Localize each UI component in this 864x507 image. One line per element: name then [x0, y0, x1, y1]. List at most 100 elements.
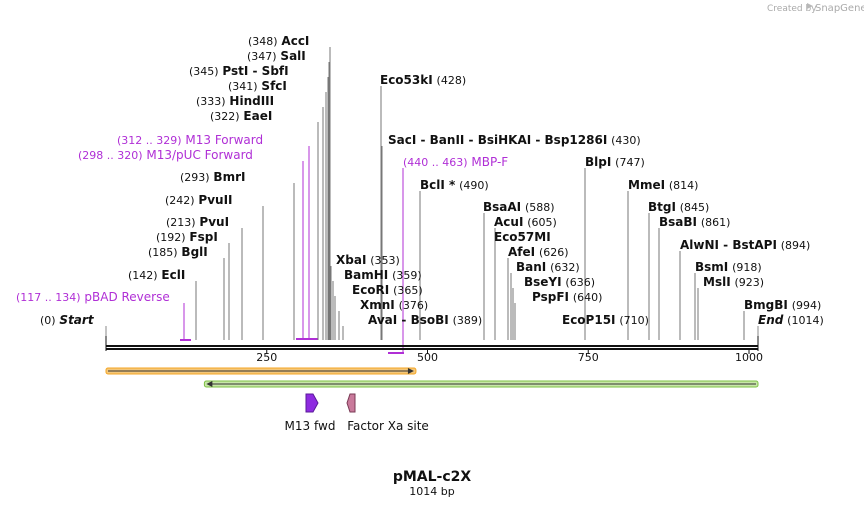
enzyme-avai-bsobi[interactable]: AvaI - BsoBI (389) — [368, 313, 482, 327]
enzyme-leader-lines — [105, 47, 759, 354]
enzyme-position: (298 .. 320) — [78, 149, 143, 162]
enzyme-mbp-f[interactable]: (440 .. 463) MBP-F — [403, 155, 508, 169]
enzyme-name: BclI * — [420, 178, 456, 192]
enzyme-name: BglI — [181, 245, 207, 259]
enzyme-position: (994) — [792, 299, 822, 312]
enzyme-m13-forward[interactable]: (312 .. 329) M13 Forward — [117, 133, 263, 147]
axis-tick-label: 750 — [578, 351, 599, 364]
enzyme-position: (312 .. 329) — [117, 134, 182, 147]
enzyme-position: (192) — [156, 231, 186, 244]
enzyme-pvui[interactable]: (213) PvuI — [166, 215, 229, 229]
enzyme-ecop15i[interactable]: EcoP15I (710) — [562, 313, 649, 327]
enzyme-position: (490) — [459, 179, 489, 192]
enzyme-position: (588) — [525, 201, 555, 214]
enzyme-msli[interactable]: MslI (923) — [703, 275, 764, 289]
enzyme-ecli[interactable]: (142) EclI — [128, 268, 185, 282]
enzyme-position: (626) — [539, 246, 569, 259]
enzyme-start[interactable]: (0) Start — [40, 313, 95, 327]
enzyme-xmni[interactable]: XmnI (376) — [360, 298, 428, 312]
enzyme-psti-sbfi[interactable]: (345) PstI - SbfI — [189, 64, 289, 78]
m13-fwd-arrow-icon[interactable] — [305, 393, 319, 413]
enzyme-sali[interactable]: (347) SalI — [247, 49, 306, 63]
enzyme-position: (365) — [393, 284, 423, 297]
enzyme-position: (117 .. 134) — [16, 291, 81, 304]
enzyme-name: MmeI — [628, 178, 665, 192]
enzyme-name: AfeI — [508, 245, 535, 259]
enzyme-position: (845) — [680, 201, 710, 214]
enzyme-name: EcoRI — [352, 283, 389, 297]
enzyme-position: (333) — [196, 95, 226, 108]
enzyme-bseyi[interactable]: BseYI (636) — [524, 275, 595, 289]
enzyme-name: PstI - SbfI — [222, 64, 288, 78]
enzyme-bcli[interactable]: BclI * (490) — [420, 178, 489, 192]
enzyme-position: (861) — [701, 216, 731, 229]
enzyme-mmei[interactable]: MmeI (814) — [628, 178, 698, 192]
enzyme-name: BmgBI — [744, 298, 788, 312]
enzyme-bsabi[interactable]: BsaBI (861) — [659, 215, 730, 229]
enzyme-position: (814) — [669, 179, 699, 192]
credit-brand: SnapGene — [815, 3, 864, 14]
enzyme-name: BsaBI — [659, 215, 697, 229]
plasmid-length: 1014 bp — [409, 485, 454, 498]
enzyme-xbai[interactable]: XbaI (353) — [336, 253, 400, 267]
enzyme-name: SfcI — [261, 79, 286, 93]
enzyme-pspfi[interactable]: PspFI (640) — [532, 290, 602, 304]
enzyme-acui[interactable]: AcuI (605) — [494, 215, 557, 229]
enzyme-position: (348) — [248, 35, 278, 48]
enzyme-position: (185) — [148, 246, 178, 259]
enzyme-name: pBAD Reverse — [84, 290, 169, 304]
enzyme-position: (918) — [732, 261, 762, 274]
enzyme-saci-banii-bsihkai-bsp1286i[interactable]: SacI - BanII - BsiHKAI - Bsp1286I (430) — [388, 133, 641, 147]
enzyme-bamhi[interactable]: BamHI (359) — [344, 268, 422, 282]
enzyme-position: (345) — [189, 65, 219, 78]
enzyme-position: (242) — [165, 194, 195, 207]
enzyme-name: BamHI — [344, 268, 388, 282]
enzyme-hindiii[interactable]: (333) HindIII — [196, 94, 274, 108]
credit-text: Created by — [767, 4, 817, 14]
enzyme-alwni-bstapi[interactable]: AlwNI - BstAPI (894) — [680, 238, 810, 252]
enzyme-name: BanI — [516, 260, 546, 274]
enzyme-bmgbi[interactable]: BmgBI (994) — [744, 298, 821, 312]
factor-xa-arrow-icon[interactable] — [346, 393, 356, 413]
enzyme-blpi[interactable]: BlpI (747) — [585, 155, 645, 169]
enzyme-name: BtgI — [648, 200, 676, 214]
enzyme-position: (430) — [611, 134, 641, 147]
enzyme-fspi[interactable]: (192) FspI — [156, 230, 218, 244]
enzyme-bani[interactable]: BanI (632) — [516, 260, 580, 274]
enzyme-position: (894) — [781, 239, 811, 252]
enzyme-eco53ki[interactable]: Eco53kI (428) — [380, 73, 466, 87]
enzyme-bmri[interactable]: (293) BmrI — [180, 170, 245, 184]
enzyme-acci[interactable]: (348) AccI — [248, 34, 309, 48]
enzyme-btgi[interactable]: BtgI (845) — [648, 200, 709, 214]
enzyme-sfci[interactable]: (341) SfcI — [228, 79, 287, 93]
sequence-backbone — [105, 336, 759, 351]
axis-tick-label: 500 — [417, 351, 438, 364]
enzyme-pbad-reverse[interactable]: (117 .. 134) pBAD Reverse — [16, 290, 170, 304]
enzyme-ecori[interactable]: EcoRI (365) — [352, 283, 423, 297]
enzyme-bsmi[interactable]: BsmI (918) — [695, 260, 762, 274]
enzyme-end[interactable]: End (1014) — [758, 313, 824, 327]
enzyme-name: AvaI - BsoBI — [368, 313, 449, 327]
enzyme-position: (632) — [550, 261, 580, 274]
enzyme-position: (359) — [392, 269, 422, 282]
enzyme-afei[interactable]: AfeI (626) — [508, 245, 569, 259]
enzyme-position: (747) — [615, 156, 645, 169]
enzyme-eco57mi[interactable]: Eco57MI — [494, 230, 551, 244]
enzyme-name: Eco57MI — [494, 230, 551, 244]
enzyme-name: M13 Forward — [185, 133, 263, 147]
enzyme-name: PvuI — [199, 215, 229, 229]
enzyme-position: (440 .. 463) — [403, 156, 468, 169]
enzyme-name: EcoP15I — [562, 313, 616, 327]
enzyme-position: (353) — [370, 254, 400, 267]
enzyme-m13-puc-forward[interactable]: (298 .. 320) M13/pUC Forward — [78, 148, 253, 162]
snapgene-logo-icon — [807, 3, 813, 9]
enzyme-name: Start — [59, 313, 94, 327]
enzyme-bsaai[interactable]: BsaAI (588) — [483, 200, 555, 214]
enzyme-eaei[interactable]: (322) EaeI — [210, 109, 272, 123]
enzyme-pvuii[interactable]: (242) PvuII — [165, 193, 233, 207]
enzyme-bgli[interactable]: (185) BglI — [148, 245, 208, 259]
enzyme-name: MslI — [703, 275, 731, 289]
enzyme-name: End — [758, 313, 784, 327]
